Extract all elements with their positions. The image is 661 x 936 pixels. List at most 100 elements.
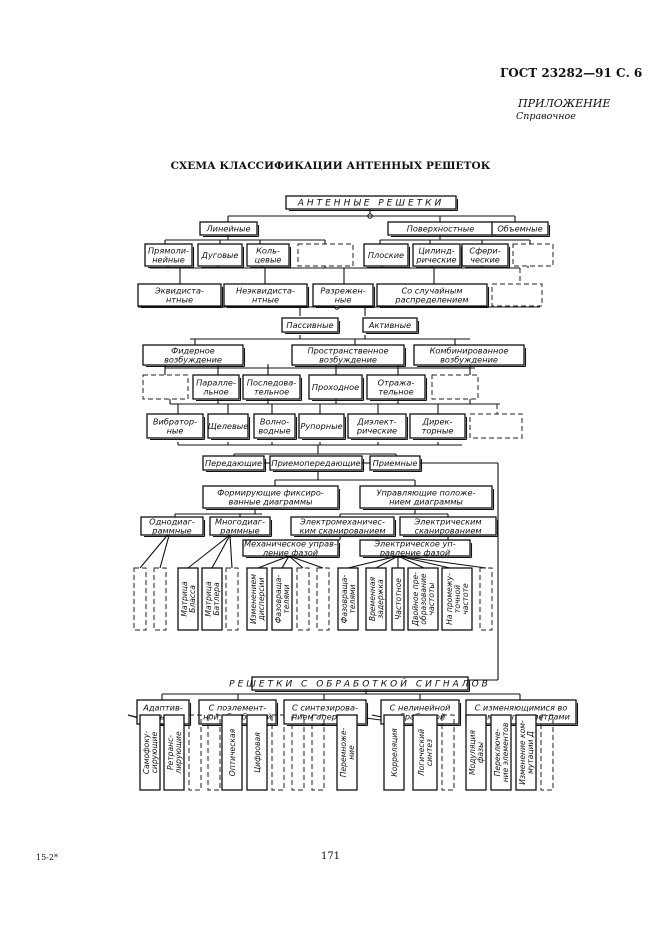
reference-label: Справочное xyxy=(516,111,576,122)
box-timevar-label-0: С изменяющимися во xyxy=(475,703,568,713)
leaf-self-focusing-label-0: Самофоку- xyxy=(142,731,151,775)
box-dipole: Вибратор-ные xyxy=(146,413,206,441)
leaf-optical-label-0: Оптическая xyxy=(228,728,237,776)
box-multi-beam: Многодиаг-раммные xyxy=(209,516,273,538)
placeholder-leaf xyxy=(540,714,554,791)
page-title: СХЕМА КЛАССИФИКАЦИИ АНТЕННЫХ РЕШЕТОК xyxy=(170,160,491,172)
box-waveguide: Волно-водные xyxy=(253,413,298,441)
placeholder-leaf xyxy=(441,714,455,791)
box-horn-label-0: Рупорные xyxy=(300,421,342,431)
box-transceive: Приемопередающие xyxy=(269,455,365,473)
box-synthetic-label-1: нием апертуры xyxy=(292,712,359,722)
leaf-phaseshifters-label-1: телями xyxy=(348,584,357,613)
leaf-frequency: Частотное xyxy=(391,567,405,631)
box-adaptive-label-1: ные xyxy=(155,712,172,722)
box-equidistant: Эквидиста-нтные xyxy=(137,283,224,309)
box-straight-label-0: Прямоли- xyxy=(148,246,189,256)
box-surface: Поверхностные xyxy=(387,221,496,238)
box-spatial-label-1: возбуждение xyxy=(319,355,377,365)
leaf-element-switching: Переключе-ние элементов xyxy=(490,714,512,791)
box-thinned: Разрежен-ные xyxy=(312,283,376,309)
box-reflective-label-1: тельное xyxy=(378,387,413,397)
box-equidistant-label-1: нтные xyxy=(166,295,193,305)
leaf-commutation-label-1: мутации Д xyxy=(526,731,535,774)
leaf-phase-modulation-label-1: фазы xyxy=(476,742,485,763)
placeholder-leaf xyxy=(188,714,202,791)
document-code: ГОСТ 23282—91 С. 6 xyxy=(500,66,643,80)
box-single-beam: Однодиаг-раммные xyxy=(140,516,206,538)
placeholder-feed-left xyxy=(142,374,189,400)
leaf-time-delay-label-0: Временная xyxy=(368,576,377,621)
leaf-digital: Цифровая xyxy=(246,714,268,791)
box-processing-root-label-0: РЕШЕТКИ С ОБРАБОТКОЙ СИГНАЛОВ xyxy=(229,678,491,690)
box-sphere: Сфери-ческие xyxy=(461,243,511,269)
box-cylinder-label-0: Цилинд- xyxy=(418,246,454,256)
appendix-label: ПРИЛОЖЕНИЕ xyxy=(518,97,611,110)
box-dielectric: Диэлект-рические xyxy=(347,413,409,441)
leaf-butler-matrix-label-1: Батлера xyxy=(212,582,221,616)
box-arc: Дуговые xyxy=(197,243,245,269)
placeholder-sub-surface xyxy=(512,243,554,267)
leaf-multiplication-label-0: Перемноже- xyxy=(339,728,348,778)
box-sphere-label-0: Сфери- xyxy=(469,246,500,256)
leaf-retransmitting-label-1: лирующие xyxy=(174,731,183,775)
placeholder-leaf xyxy=(225,567,239,631)
placeholder-leaf xyxy=(133,567,147,631)
box-synthetic-label-0: С синтезирова- xyxy=(292,703,358,713)
box-thinned-label-1: ные xyxy=(335,295,352,305)
box-electromech-label-1: ким сканированием xyxy=(299,526,385,536)
box-series: Последова-тельное xyxy=(242,374,303,402)
box-non-equidistant-label-0: Неэквидиста- xyxy=(236,286,295,296)
box-waveguide-label-1: водные xyxy=(258,426,290,436)
leaf-commutation-label-0: Изменение ком- xyxy=(518,720,527,785)
box-single-beam-label-0: Однодиаг- xyxy=(149,517,195,527)
box-sphere-label-1: ческие xyxy=(470,255,500,265)
box-surface-label-0: Поверхностные xyxy=(407,224,475,234)
leaf-frequency-label-0: Частотное xyxy=(394,578,403,620)
signature-mark: 15-2* xyxy=(36,853,58,862)
leaf-logical-synthesis-label-0: Логический xyxy=(417,729,426,777)
box-flat: Плоские xyxy=(363,243,411,269)
box-cylinder-label-1: рические xyxy=(415,255,456,265)
box-electromech-label-0: Электромеханичес- xyxy=(299,517,385,527)
box-series-label-0: Последова- xyxy=(247,378,296,388)
box-beam-forming-label-1: ванные диаграммы xyxy=(229,497,314,507)
leaf-digital-label-0: Цифровая xyxy=(253,732,262,773)
leaf-retransmitting-label-0: Ретранс- xyxy=(166,735,175,770)
leaf-commutation: Изменение ком-мутации Д xyxy=(515,714,537,791)
leaf-element-switching-label-1: ние элементов xyxy=(501,722,510,782)
placeholder-leaf xyxy=(296,567,310,631)
box-active-label-0: Активные xyxy=(368,320,411,330)
box-parallel: Паралле-льное xyxy=(192,374,242,402)
box-non-equidistant-label-1: нтные xyxy=(252,295,279,305)
box-passive: Пассивные xyxy=(281,317,341,335)
box-feeder-label-0: Фидерное xyxy=(171,346,215,356)
box-director-label-1: торные xyxy=(422,426,454,436)
leaf-intermediate-frequency-label-0: На промежу- xyxy=(445,573,454,625)
placeholder-leaf xyxy=(479,567,493,631)
box-reflective-label-0: Отража- xyxy=(378,378,415,388)
box-beam-control-label-0: Управляющие положе- xyxy=(376,488,475,498)
box-combined-label-0: Комбинированное xyxy=(430,346,509,356)
box-electromech: Электромеханичес-ким сканированием xyxy=(290,516,397,538)
leaf-retransmitting: Ретранс-лирующие xyxy=(163,714,185,791)
placeholder-leaf xyxy=(291,714,305,791)
leaf-double-conversion-label-2: частоты xyxy=(427,583,436,616)
box-transmit: Передающие xyxy=(202,455,267,473)
box-adaptive-label-0: Адаптив- xyxy=(142,703,183,713)
box-cylinder: Цилинд-рические xyxy=(412,243,463,269)
leaf-mech-phaseshifters: Фазовраща-телями xyxy=(271,567,293,631)
leaf-blass-matrix-label-1: Бласса xyxy=(188,585,197,613)
box-ring: Коль-цевые xyxy=(246,243,292,269)
box-ring-label-0: Коль- xyxy=(256,246,280,256)
box-mech-phase: Механическое управ-ление фазой xyxy=(242,539,341,559)
box-spacetime-label-0: С поэлемент- xyxy=(209,703,267,713)
box-single-beam-label-1: раммные xyxy=(151,526,191,536)
box-dipole-label-0: Вибратор- xyxy=(153,417,197,427)
